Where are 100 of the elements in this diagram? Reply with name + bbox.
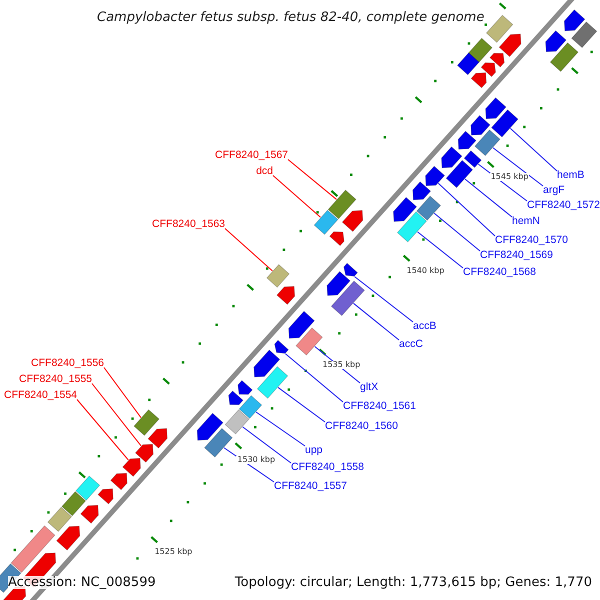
gene-feature	[470, 115, 490, 136]
gene-feature	[412, 181, 432, 200]
gene-label: CFF8240_1554	[4, 390, 77, 400]
gene-feature	[441, 146, 462, 168]
scale-label: 1525 kbp	[154, 548, 194, 556]
leader-line	[278, 386, 326, 422]
leader-line	[224, 228, 273, 272]
leader-line	[92, 383, 142, 446]
gene-block	[486, 14, 514, 43]
diagram-title: Campylobacter fetus subsp. fetus 82-40, complete genome	[97, 11, 484, 24]
leader-line	[256, 412, 306, 446]
gene-block	[256, 366, 288, 399]
gene-feature	[545, 30, 567, 52]
gene-label: CFF8240_1555	[19, 374, 92, 384]
gene-feature	[498, 34, 522, 58]
gene-feature	[98, 488, 114, 504]
scale-label: 1535 kbp	[322, 361, 362, 370]
leader-line	[464, 178, 512, 218]
gene-feature	[564, 9, 586, 32]
gene-block	[134, 409, 160, 436]
gene-label: CFF8240_1567	[215, 150, 288, 160]
gene-feature	[343, 262, 358, 277]
gene-block	[468, 38, 493, 63]
gene-block	[204, 428, 233, 458]
gene-block	[446, 160, 474, 188]
gene-block	[464, 150, 482, 168]
gene-block	[328, 190, 356, 220]
gene-block	[10, 525, 56, 573]
gene-feature	[134, 444, 154, 463]
gene-block	[396, 211, 427, 242]
gene-block	[571, 21, 598, 48]
gene-feature	[122, 458, 141, 477]
gene-label: CFF8240_1569	[480, 250, 553, 260]
gene-feature	[485, 97, 506, 120]
gene-label: CFF8240_1561	[343, 401, 416, 412]
gene-block	[61, 491, 86, 516]
gene-label: CFF8240_1563	[152, 219, 225, 230]
gene-block	[238, 395, 262, 419]
gene-block	[296, 327, 323, 356]
genome-info-text: Topology: circular; Length: 1,773,615 bp; Genes: 1,770	[234, 576, 592, 589]
gene-label: CFF8240_1570	[495, 235, 568, 246]
leader-line	[288, 159, 337, 200]
gene-label: hemB	[557, 170, 584, 180]
leader-line	[104, 367, 142, 418]
gene-label: gltX	[360, 382, 378, 392]
gene-label: CFF8240_1572	[527, 200, 600, 210]
gene-feature	[196, 412, 224, 441]
leader-line	[417, 231, 464, 268]
gene-block	[550, 42, 579, 72]
gene-feature	[342, 210, 364, 232]
gene-label: accB	[413, 321, 436, 332]
leader-line	[272, 175, 321, 218]
gene-block	[416, 196, 442, 221]
gene-feature	[326, 271, 351, 296]
leader-line	[242, 426, 292, 464]
gene-block	[474, 129, 500, 156]
leader-line	[438, 182, 496, 236]
gene-block	[224, 409, 250, 434]
gene-feature	[254, 350, 280, 378]
gene-block	[266, 264, 290, 288]
scale-label: 1540 kbp	[406, 267, 446, 276]
gene-feature	[393, 196, 418, 222]
gene-label: dcd	[256, 166, 273, 176]
gene-feature	[489, 52, 505, 68]
leader-line	[492, 147, 544, 186]
gene-label: CFF8240_1556	[31, 358, 104, 368]
gene-feature	[110, 472, 128, 490]
gene-block	[75, 476, 100, 501]
gene-label: argF	[543, 185, 565, 196]
leader-line	[76, 399, 129, 461]
gene-feature	[329, 232, 344, 246]
gene-feature	[276, 286, 295, 305]
gene-feature	[274, 340, 289, 354]
leader-line	[354, 276, 414, 322]
gene-feature	[148, 428, 168, 449]
scale-label: 1530 kbp	[236, 456, 276, 464]
gene-feature	[470, 72, 487, 88]
gene-block	[47, 506, 72, 532]
gene-block	[330, 280, 365, 316]
accession-text: Accession: NC_008599	[8, 576, 156, 589]
leader-line	[510, 128, 558, 172]
gene-block	[456, 52, 480, 76]
gene-feature	[80, 504, 99, 524]
gene-feature	[425, 166, 446, 186]
gene-label: CFF8240_1560	[325, 421, 398, 432]
gene-label: accC	[399, 339, 423, 350]
gene-feature	[458, 130, 476, 150]
leader-line	[352, 302, 400, 340]
gene-label: CFF8240_1558	[291, 462, 364, 472]
scale-label: 1545 kbp	[490, 173, 530, 182]
gene-feature	[228, 390, 244, 406]
gene-block	[314, 210, 338, 235]
gene-feature	[288, 310, 315, 339]
leader-line	[434, 212, 480, 252]
gene-block	[491, 109, 518, 138]
gene-label: hemN	[512, 216, 540, 226]
gene-label: CFF8240_1557	[274, 481, 347, 492]
gene-label: upp	[305, 445, 323, 456]
leader-line	[284, 353, 344, 402]
gene-label: CFF8240_1568	[463, 267, 536, 278]
